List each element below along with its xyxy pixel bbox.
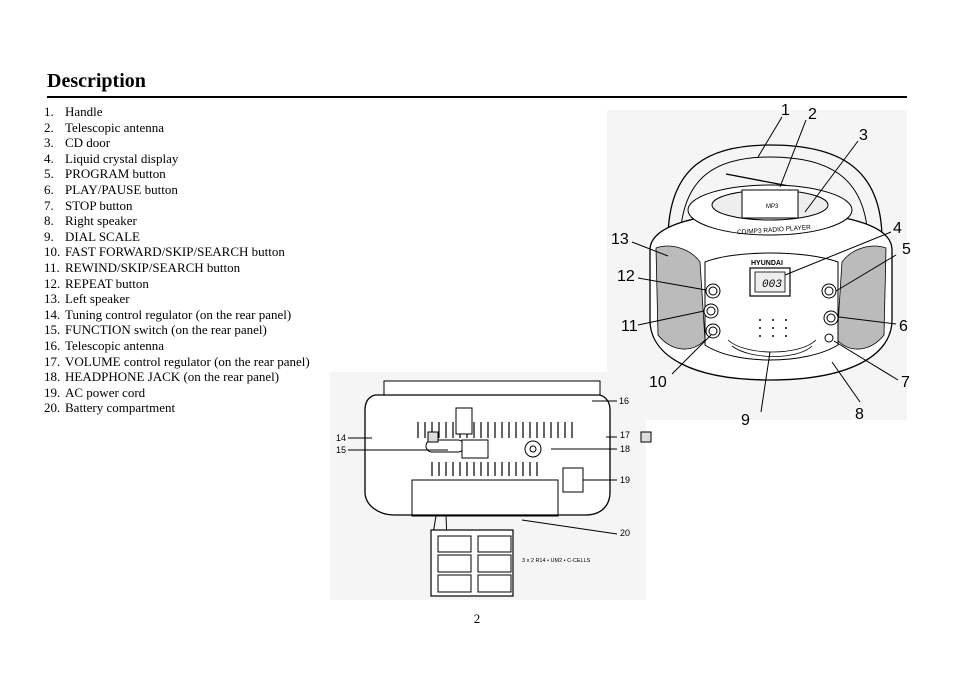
list-item-number: 1. bbox=[44, 104, 54, 119]
callout-2: 2 bbox=[808, 106, 817, 123]
callout-8: 8 bbox=[855, 406, 864, 423]
list-item: 18.HEADPHONE JACK (on the rear panel) bbox=[44, 369, 310, 385]
list-item-number: 14. bbox=[44, 306, 61, 322]
list-item-label: HEADPHONE JACK (on the rear panel) bbox=[65, 369, 280, 385]
callout-9: 9 bbox=[741, 412, 750, 429]
list-item-number: 9. bbox=[44, 228, 54, 244]
list-item-number: 10. bbox=[44, 244, 61, 260]
list-item-label: REPEAT button bbox=[65, 275, 149, 291]
callout-15: 15 bbox=[336, 445, 346, 455]
mp3-badge: MP3 bbox=[766, 204, 779, 210]
title-rule bbox=[47, 96, 907, 98]
callout-10: 10 bbox=[649, 374, 667, 391]
list-item: 2. Telescopic antenna bbox=[44, 120, 310, 136]
callout-20: 20 bbox=[620, 528, 630, 538]
list-item-label: Left speaker bbox=[65, 291, 130, 307]
list-item-number: 2. bbox=[44, 119, 54, 135]
list-item-label: PLAY/PAUSE button bbox=[65, 181, 178, 197]
rear-view-illustration bbox=[330, 372, 652, 600]
callout-17: 17 bbox=[620, 430, 630, 440]
list-item-label: Handle bbox=[65, 104, 103, 119]
list-item-label: DIAL SCALE bbox=[65, 228, 140, 244]
list-item-label: Telescopic antenna bbox=[65, 119, 165, 135]
callout-16: 16 bbox=[619, 396, 629, 406]
list-item-number: 20. bbox=[44, 400, 61, 416]
list-item: 17.VOLUME control regulator (on the rear… bbox=[44, 354, 310, 370]
list-item-number: 12. bbox=[44, 275, 61, 291]
list-item-number: 18. bbox=[44, 369, 61, 385]
list-item-label: Battery compartment bbox=[65, 400, 176, 416]
list-item: 6. PLAY/PAUSE button bbox=[44, 182, 310, 198]
callout-18: 18 bbox=[620, 444, 630, 454]
list-item-number: 3. bbox=[44, 135, 54, 151]
list-item-number: 16. bbox=[44, 337, 61, 353]
list-item-label: CD door bbox=[65, 135, 111, 151]
list-item: 16.Telescopic antenna bbox=[44, 338, 310, 354]
list-item-number: 6. bbox=[44, 181, 54, 197]
list-item: 10.FAST FORWARD/SKIP/SEARCH button bbox=[44, 244, 310, 260]
callout-5: 5 bbox=[902, 241, 911, 258]
callout-11: 11 bbox=[621, 318, 638, 335]
list-item-number: 17. bbox=[44, 353, 61, 369]
list-item: 9. DIAL SCALE bbox=[44, 229, 310, 245]
callout-4: 4 bbox=[893, 220, 902, 237]
list-item: 5. PROGRAM button bbox=[44, 166, 310, 182]
list-item-number: 8. bbox=[44, 213, 54, 229]
list-item-label: Tuning control regulator (on the rear pa… bbox=[65, 306, 292, 322]
list-item: 13.Left speaker bbox=[44, 291, 310, 307]
list-item: 1. Handle bbox=[44, 104, 310, 120]
list-item-number: 15. bbox=[44, 322, 61, 338]
callout-6: 6 bbox=[899, 318, 908, 335]
list-item: 14.Tuning control regulator (on the rear… bbox=[44, 307, 310, 323]
list-item: 19.AC power cord bbox=[44, 385, 310, 401]
list-item: 7. STOP button bbox=[44, 198, 310, 214]
callout-3: 3 bbox=[859, 127, 868, 144]
list-item-number: 11. bbox=[44, 259, 60, 275]
list-item: 12.REPEAT button bbox=[44, 276, 310, 292]
list-item-label: VOLUME control regulator (on the rear pa… bbox=[65, 353, 310, 369]
list-item-label: AC power cord bbox=[65, 384, 146, 400]
lcd-digits: 003 bbox=[762, 279, 782, 291]
list-item-label: FAST FORWARD/SKIP/SEARCH button bbox=[65, 244, 285, 260]
brand-logo: HYUNDAI bbox=[751, 260, 783, 267]
battery-spec: 3 x 2 R14 • UM2 • C-CELLS bbox=[522, 558, 591, 564]
list-item-label: Right speaker bbox=[65, 213, 137, 229]
list-item-number: 5. bbox=[44, 166, 54, 182]
list-item-number: 4. bbox=[44, 150, 54, 166]
page-title: Description bbox=[47, 70, 146, 92]
list-item-label: STOP button bbox=[65, 197, 133, 213]
list-item: 3. CD door bbox=[44, 135, 310, 151]
callout-1: 1 bbox=[781, 102, 790, 119]
list-item-label: Telescopic antenna bbox=[65, 337, 165, 353]
list-item: 15.FUNCTION switch (on the rear panel) bbox=[44, 322, 310, 338]
list-item-number: 19. bbox=[44, 384, 61, 400]
front-view-labels: 1 2 3 4 5 6 7 8 9 10 11 12 13 HYUNDAI CD… bbox=[611, 102, 911, 429]
parts-list: 1. Handle 2. Telescopic antenna 3. CD door 4. L… bbox=[44, 104, 310, 416]
front-view-illustration bbox=[607, 110, 907, 420]
list-item: 4. Liquid crystal display bbox=[44, 151, 310, 167]
list-item-number: 13. bbox=[44, 291, 61, 307]
page-number: 2 bbox=[473, 611, 481, 626]
callout-12: 12 bbox=[617, 268, 635, 285]
list-item-label: REWIND/SKIP/SEARCH button bbox=[65, 259, 241, 275]
list-item-label: Liquid crystal display bbox=[65, 150, 179, 166]
rear-view-labels: 14 15 16 17 18 19 20 3 x 2 R14 • UM2 • C… bbox=[336, 396, 630, 564]
callout-13: 13 bbox=[611, 231, 629, 248]
list-item: 11. REWIND/SKIP/SEARCH button bbox=[44, 260, 310, 276]
list-item: 20.Battery compartment bbox=[44, 400, 310, 416]
list-item-number: 7. bbox=[44, 197, 54, 213]
callout-14: 14 bbox=[336, 433, 346, 443]
callout-7: 7 bbox=[901, 374, 910, 391]
list-item-label: FUNCTION switch (on the rear panel) bbox=[65, 322, 267, 338]
list-item: 8. Right speaker bbox=[44, 213, 310, 229]
callout-19: 19 bbox=[620, 475, 630, 485]
list-item-label: PROGRAM button bbox=[65, 166, 166, 182]
